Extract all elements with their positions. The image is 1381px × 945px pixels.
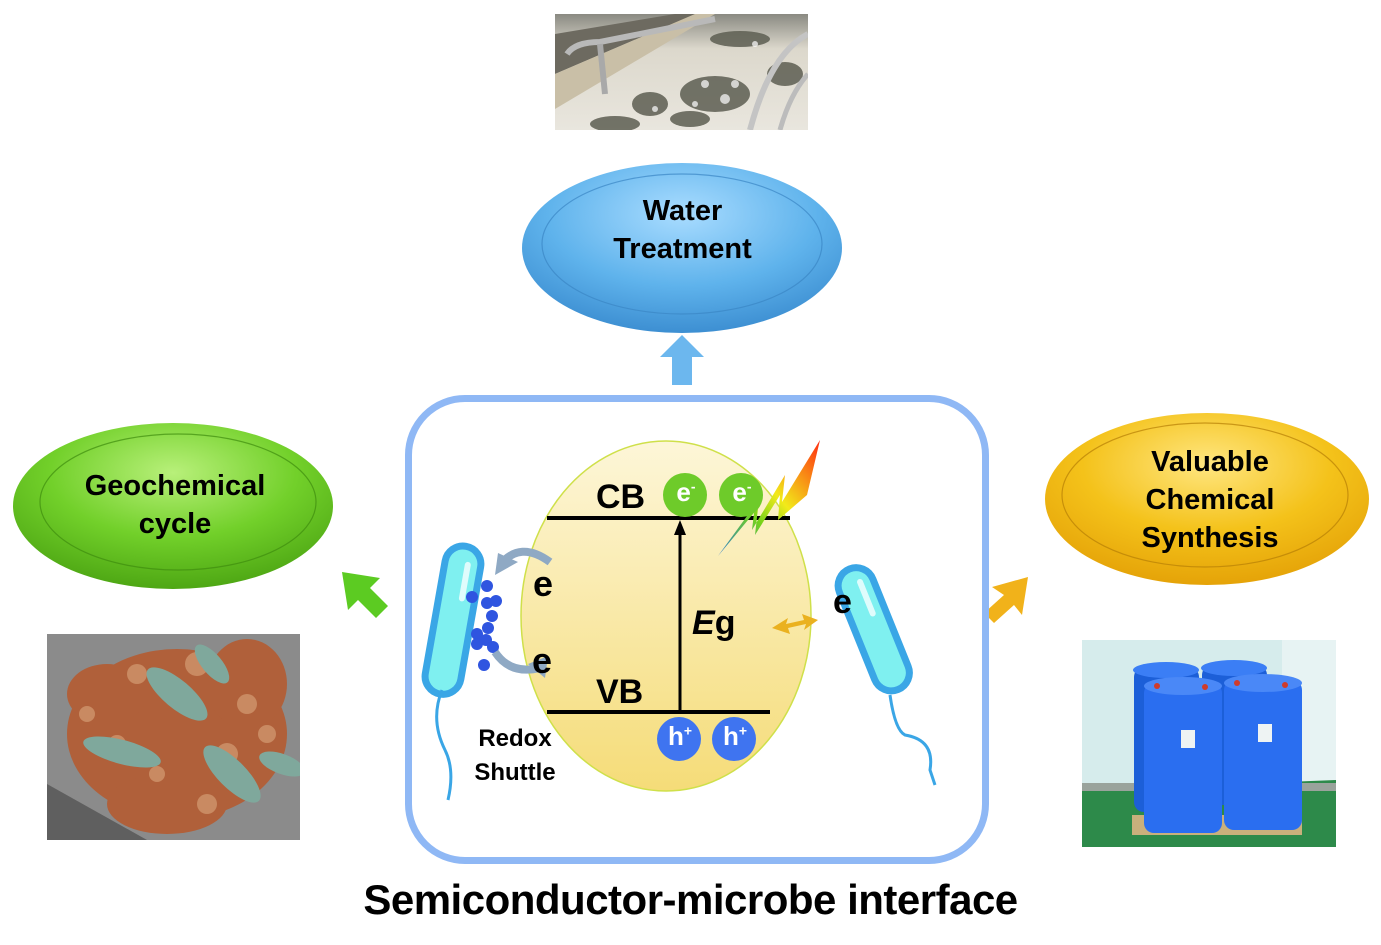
geochemical-cycle-label: Geochemical cycle [84, 470, 266, 540]
band-diagram [421, 440, 937, 801]
water-treatment-oval [522, 163, 842, 333]
hole-1-label: h+ [667, 721, 693, 751]
electron-1-label: e- [676, 477, 696, 507]
electron-2-label: e- [732, 477, 752, 507]
direct-transfer-electron: e [833, 583, 852, 621]
arrow-up-right-icon [984, 577, 1028, 623]
water-treatment-label: Water Treatment [613, 195, 752, 265]
chemical-synthesis-oval [1045, 413, 1369, 585]
bandgap-label: Eg [692, 604, 736, 642]
figure-caption: Semiconductor-microbe interface [363, 876, 1018, 923]
electron-transfer-double-arrow-icon [772, 614, 818, 634]
microbe-mineral-sem-photo [47, 634, 300, 840]
shuttle-electron-top: e [533, 563, 554, 604]
blue-chemical-barrels-photo [1082, 640, 1336, 847]
chemical-synthesis-label: Valuable Chemical Synthesis [1141, 446, 1279, 554]
electron-1 [663, 473, 707, 517]
hole-2 [712, 717, 756, 761]
hole-1 [657, 717, 701, 761]
wastewater-treatment-photo [555, 14, 808, 130]
shuttle-electron-bottom: e [532, 640, 553, 681]
light-bolt-icon [718, 440, 820, 556]
right-microbe [834, 564, 913, 695]
valence-band-label: VB [596, 673, 644, 711]
arrow-up-icon [660, 335, 704, 385]
arrow-up-left-icon [342, 572, 388, 618]
left-microbe [421, 542, 485, 698]
electron-2 [719, 473, 763, 517]
hole-2-label: h+ [722, 721, 748, 751]
semiconductor-microbe-interface-frame [405, 395, 989, 864]
redox-shuttle-molecules [466, 580, 502, 671]
geochemical-cycle-oval [13, 423, 333, 589]
redox-shuttle-label: Redox Shuttle [474, 725, 556, 786]
conduction-band-label: CB [596, 478, 646, 516]
